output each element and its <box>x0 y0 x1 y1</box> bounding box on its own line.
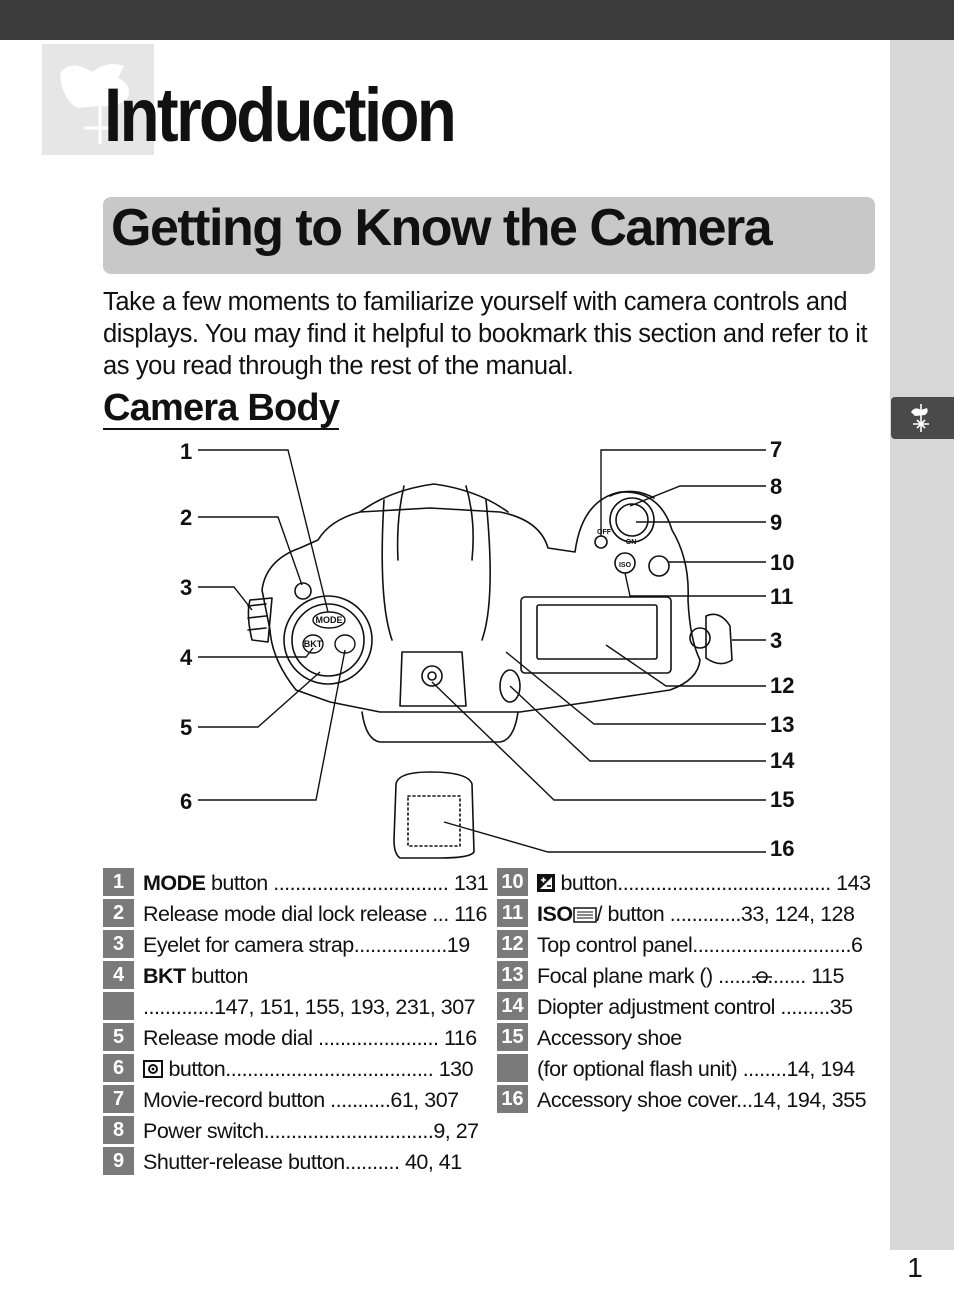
weathervane-icon <box>60 64 129 144</box>
chapter-logo <box>42 44 154 155</box>
callout-3b: 3 <box>770 628 783 653</box>
callout-3: 3 <box>180 575 193 600</box>
legend-row: (for optional flash unit) ........14, 19… <box>497 1054 875 1085</box>
callout-2: 2 <box>180 505 193 530</box>
metering-icon <box>143 1060 163 1078</box>
on-label: ON <box>626 539 637 546</box>
camera-body-diagram: MODE BKT ISO OFF ON <box>198 449 766 859</box>
callout-4: 4 <box>180 645 193 670</box>
legend-right: 10 button...............................… <box>497 868 875 1116</box>
off-label: OFF <box>597 529 612 536</box>
weathervane-icon <box>911 404 929 432</box>
callout-7: 7 <box>770 437 783 462</box>
callout-6: 6 <box>180 789 193 814</box>
subsection-title: Camera Body <box>103 387 340 430</box>
side-margin-bar <box>890 40 954 1250</box>
callout-5: 5 <box>180 715 193 740</box>
chapter-tab[interactable] <box>891 397 954 439</box>
focal-plane-icon <box>752 971 772 983</box>
mode-button-label: MODE <box>316 615 343 625</box>
page-title: Introduction <box>104 73 457 158</box>
callout-12: 12 <box>770 673 795 698</box>
iso-button-label: ISO <box>619 562 632 569</box>
callout-9: 9 <box>770 510 783 535</box>
legend-row: .............147, 151, 155, 193, 231, 30… <box>103 992 481 1023</box>
bkt-button-label: BKT <box>304 639 323 649</box>
exposure-compensation-icon <box>537 874 555 892</box>
callout-13: 13 <box>770 712 795 737</box>
section-heading-bar <box>103 197 875 274</box>
intro-paragraph: Take a few moments to familiarize yourse… <box>103 288 868 380</box>
callout-14: 14 <box>770 748 795 773</box>
legend-row: 10 button...............................… <box>497 868 875 899</box>
section-title: Getting to Know the Camera <box>111 199 773 257</box>
top-bar <box>0 0 954 40</box>
page-number: 1 <box>907 1252 923 1283</box>
callout-10: 10 <box>770 550 795 575</box>
callout-16: 16 <box>770 836 795 861</box>
legend-row: 6 button................................… <box>103 1054 481 1085</box>
callout-15: 15 <box>770 787 795 812</box>
callout-8: 8 <box>770 474 783 499</box>
callout-1: 1 <box>180 439 193 464</box>
format-icon <box>572 907 597 923</box>
callout-11: 11 <box>770 584 794 609</box>
